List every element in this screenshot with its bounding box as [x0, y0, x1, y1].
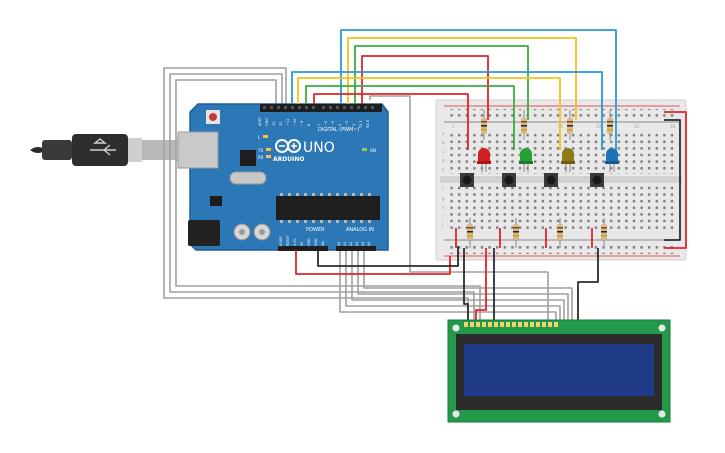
usb-cable-icon [30, 134, 186, 166]
pin-label: 8 [307, 124, 311, 126]
pin-label: 5V [300, 241, 304, 246]
analog-pin-labels: A0 A1 A2 A3 A4 A5 [337, 242, 371, 246]
breadboard: 1 5 10 15 20 25 30 a b c d e f g h i j [435, 99, 687, 261]
resistor-icon [513, 218, 519, 248]
resistor-icon [601, 218, 607, 248]
led-red-icon [477, 148, 491, 172]
bb-col-number: 25 [634, 124, 640, 129]
pin-label: ~3 [345, 121, 349, 126]
pin-label: 13 [272, 122, 276, 126]
l-label: L [258, 135, 261, 140]
bb-row-letter: i [442, 214, 443, 219]
pin-label: A0 [337, 242, 341, 246]
resistor-icon [607, 110, 613, 140]
digital-header-label: DIGITAL (PWM~) [318, 127, 360, 133]
pin-label: 7 [317, 124, 321, 126]
push-button-icon [502, 173, 516, 187]
pin-label: A3 [355, 242, 359, 246]
arduino-logo-icon [275, 139, 301, 153]
tx-label: TX [257, 148, 263, 153]
resistors-bottom [467, 218, 607, 248]
pin-label: ~5 [331, 121, 335, 126]
bb-row-letter: e [442, 167, 445, 172]
power-header-label: POWER [306, 227, 325, 233]
push-buttons [460, 173, 604, 187]
pin-label: GND [265, 118, 269, 126]
pin-label: AREF [258, 117, 262, 126]
arduino-uno-board: AREF GND 13 12 ~11 ~10 ~9 8 7 ~6 ~5 4 ~3… [177, 103, 389, 251]
pin-label: GND [314, 238, 318, 246]
bb-row-letter: a [442, 131, 445, 136]
resistor-icon [467, 218, 473, 248]
pin-label: 4 [338, 123, 342, 126]
push-button-icon [590, 173, 604, 187]
pin-label: ~11 [286, 119, 290, 126]
analog-header-label: ANALOG IN [346, 227, 374, 233]
pin-label: A4 [361, 242, 365, 246]
wires-bottom [295, 228, 599, 322]
led-blue-icon [605, 148, 619, 172]
bb-col-number: 30 [670, 124, 676, 129]
resistor-icon [557, 218, 563, 248]
resistor-icon [567, 110, 573, 140]
bb-row-letter: j [441, 223, 443, 228]
digital-pin-labels: AREF GND 13 12 ~11 ~10 ~9 8 7 ~6 ~5 4 ~3… [258, 117, 370, 129]
resistor-icon [521, 110, 527, 140]
bb-row-letter: h [442, 205, 445, 210]
leds [477, 148, 619, 172]
model-label: UNO [303, 140, 335, 156]
brand-label: ARDUINO [273, 156, 304, 163]
push-button-icon [460, 173, 474, 187]
pin-label: ~6 [324, 121, 328, 126]
wires-colored [291, 29, 687, 249]
led-green-icon [519, 148, 533, 172]
bb-row-letter: c [442, 149, 444, 154]
push-button-icon [544, 173, 558, 187]
bb-row-letter: g [442, 196, 445, 201]
led-yellow-icon [561, 148, 575, 172]
rx-label: RX [258, 155, 264, 160]
pin-label: A1 [343, 242, 347, 246]
pin-label: 3.3V [293, 238, 297, 246]
pin-label: A2 [349, 242, 353, 246]
bb-row-letter: f [442, 187, 444, 192]
resistors-top [481, 110, 613, 140]
bb-col-number: 1 [452, 124, 455, 129]
pin-label: GND [307, 238, 311, 246]
lcd-display [447, 319, 671, 423]
pin-label: Vin [321, 241, 325, 246]
pin-label: IOREF [279, 236, 283, 246]
pin-label: RX 0 [366, 120, 370, 128]
wires-gray [163, 67, 573, 322]
pin-label: 12 [279, 122, 283, 126]
power-pin-labels: IOREF RESET 3.3V 5V GND GND Vin [279, 234, 325, 246]
pin-label: 2 [352, 124, 356, 126]
pin-label: A5 [367, 242, 371, 246]
bb-row-letter: d [442, 158, 445, 163]
on-label: ON [370, 148, 376, 153]
pin-label: TX 1 [359, 120, 363, 129]
bb-row-letter: b [442, 140, 445, 145]
resistor-icon [481, 110, 487, 140]
pin-label: RESET [286, 234, 290, 246]
pin-label: ~10 [293, 119, 297, 126]
pin-label: ~9 [300, 121, 304, 126]
bb-col-number: 20 [596, 124, 602, 129]
